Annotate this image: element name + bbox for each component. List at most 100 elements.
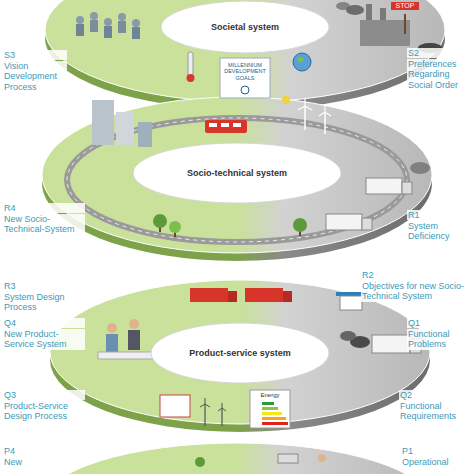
thermometer xyxy=(187,52,195,82)
designers xyxy=(107,323,117,333)
bus xyxy=(209,123,217,127)
energy-rating xyxy=(262,422,288,425)
step-label: Functional Requirements xyxy=(399,401,471,422)
system-hub: Societal system xyxy=(160,0,330,54)
design-sheets xyxy=(160,395,190,417)
wind-turbine xyxy=(282,96,331,134)
wind-turbine xyxy=(319,105,331,116)
delivery-truck xyxy=(228,291,237,302)
designers xyxy=(128,330,140,350)
step-code: R3 xyxy=(3,281,83,291)
designers xyxy=(98,352,154,359)
step-label: Functional Problems xyxy=(407,329,471,350)
protest-crowd xyxy=(104,18,112,26)
design-sheets xyxy=(160,395,226,426)
design-sheets xyxy=(218,403,226,411)
system-name: Socio-technical system xyxy=(187,168,287,178)
step-code: Q2 xyxy=(399,390,471,400)
city-buildings xyxy=(116,112,134,145)
designers xyxy=(98,319,154,359)
protest-crowd xyxy=(76,12,140,39)
hub-ellipse xyxy=(161,1,329,53)
factory xyxy=(360,20,410,46)
polluting-truck xyxy=(340,331,356,341)
designers xyxy=(129,319,139,329)
tree xyxy=(293,218,307,232)
factory xyxy=(366,4,372,20)
polluting-truck xyxy=(372,335,410,353)
goals-document xyxy=(220,58,270,98)
ring-band xyxy=(42,0,445,474)
thermometer xyxy=(188,52,193,76)
delivery-truck xyxy=(245,288,283,302)
delivery-truck xyxy=(283,291,292,302)
bus xyxy=(205,120,247,133)
step-label: New Product-Service System xyxy=(3,329,85,350)
factory xyxy=(336,2,442,53)
protest-crowd xyxy=(132,19,140,27)
energy-rating xyxy=(250,390,290,428)
protest-crowd xyxy=(118,13,126,21)
design-sheets xyxy=(221,408,222,426)
step-label: System Deficiency xyxy=(407,221,471,242)
tree xyxy=(169,221,181,233)
step-code: R2 xyxy=(361,270,471,280)
operations-icons xyxy=(195,457,205,467)
design-sheets xyxy=(204,404,205,426)
truck xyxy=(362,218,372,230)
wind-turbine xyxy=(304,106,306,130)
protest-crowd xyxy=(76,24,84,36)
hub-ellipse xyxy=(151,323,329,383)
protest-crowd xyxy=(118,21,126,33)
protest-crowd xyxy=(76,16,84,24)
globe xyxy=(293,53,311,71)
truck xyxy=(410,162,430,174)
fuel-station xyxy=(340,296,362,310)
system-name: Societal system xyxy=(211,22,279,32)
step-label: New xyxy=(3,457,63,467)
system-name: Product-service system xyxy=(189,348,291,358)
step-label: Product-Service Design Process xyxy=(3,401,85,422)
ring-band xyxy=(42,443,432,474)
protest-crowd xyxy=(132,27,140,39)
ring-band xyxy=(45,0,445,102)
designers xyxy=(106,334,118,352)
protest-sign: STOP xyxy=(391,2,419,10)
document-title: MILLENNIUM DEVELOPMENT GOALS xyxy=(222,62,268,81)
truck xyxy=(326,214,362,230)
step-code: P4 xyxy=(3,446,63,456)
globe xyxy=(293,53,311,71)
step-code: Q4 xyxy=(3,318,85,328)
city-buildings xyxy=(92,100,152,147)
energy-rating xyxy=(262,417,286,420)
hub-ellipse xyxy=(133,143,341,203)
system-hub: Socio-technical system xyxy=(132,142,342,204)
bus xyxy=(221,123,229,127)
city-buildings xyxy=(138,122,152,147)
tree xyxy=(153,214,307,237)
step-code: Q3 xyxy=(3,390,85,400)
thermometer xyxy=(187,74,195,82)
globe xyxy=(297,57,304,62)
protest-crowd xyxy=(90,20,98,32)
step-label: Objectives for new Socio-Technical Syste… xyxy=(361,281,471,302)
system-hub: Product-service system xyxy=(150,322,330,384)
factory xyxy=(404,14,406,34)
energy-rating xyxy=(262,402,274,405)
delivery-truck xyxy=(190,288,228,302)
operations-icons xyxy=(195,454,326,467)
step-code: P1 xyxy=(401,446,471,456)
step-label: Preferences Regarding Social Order xyxy=(407,59,471,90)
operations-icons xyxy=(318,454,326,462)
wind-turbine xyxy=(324,112,326,134)
bus xyxy=(205,120,247,133)
energy-rating xyxy=(262,412,282,415)
design-sheets xyxy=(200,398,210,407)
step-code: Q1 xyxy=(407,318,471,328)
factory xyxy=(336,2,350,10)
truck xyxy=(366,178,402,194)
energy-rating xyxy=(262,407,278,410)
bus xyxy=(233,123,241,127)
city-buildings xyxy=(92,100,114,145)
